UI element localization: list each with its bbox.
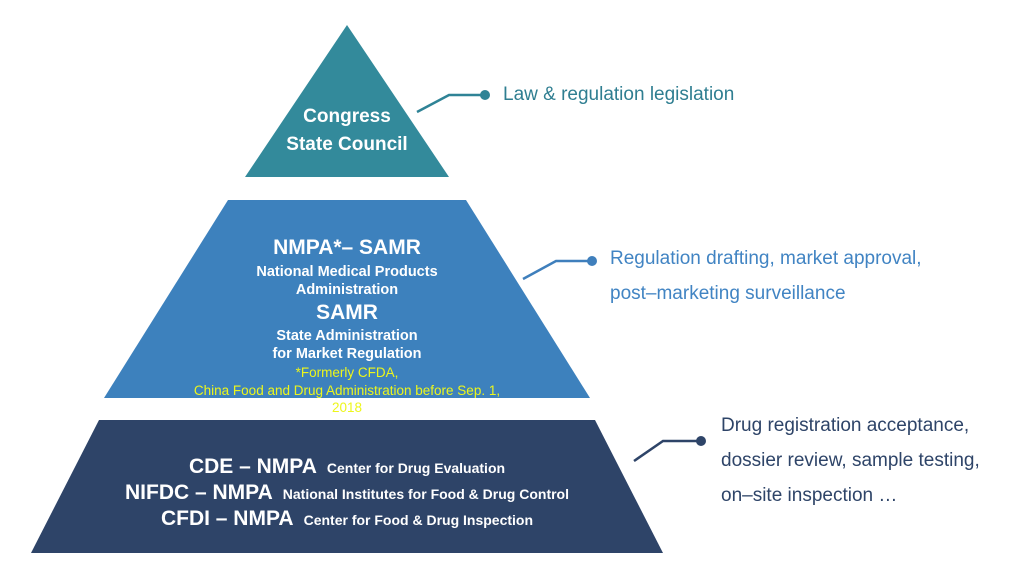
callout1-text: Law & regulation legislation bbox=[503, 84, 734, 106]
tier2-footnote-line1: *Formerly CFDA, bbox=[295, 365, 399, 380]
tier1-label-line1: Congress bbox=[303, 106, 391, 127]
callout1-line1: Law & regulation legislation bbox=[503, 84, 735, 105]
callout2-line2: post–marketing surveillance bbox=[610, 283, 846, 304]
callout3-text: Drug registration acceptance, dossier re… bbox=[721, 408, 980, 513]
callout3-line3: on–site inspection … bbox=[721, 485, 898, 506]
tier2-subtitle-nmpa-line2: Administration bbox=[295, 282, 399, 298]
tier2-title-samr: SAMR bbox=[316, 301, 378, 324]
callout3-line1: Drug registration acceptance, bbox=[721, 415, 970, 436]
tier3-trapezoid bbox=[31, 420, 663, 553]
tier2-subtitle-samr-line2: for Market Regulation bbox=[272, 346, 422, 362]
tier2-footnote-line2: China Food and Drug Administration befor… bbox=[193, 383, 501, 398]
tier2-footnote-line3: 2018 bbox=[331, 400, 363, 415]
tier3-row-nifdc: NIFDC – NMPA National Institutes for Food… bbox=[125, 481, 569, 507]
callout2-text: Regulation drafting, market approval, po… bbox=[610, 241, 922, 311]
tier2-subtitle-nmpa-line1: National Medical Products bbox=[256, 264, 438, 280]
callout3-connector-dot bbox=[696, 436, 706, 446]
tier2-title-nmpa-samr: NMPA*– SAMR bbox=[273, 236, 421, 259]
callout2-connector-dot bbox=[587, 256, 597, 266]
tier1-label: Congress State Council bbox=[286, 103, 407, 159]
tier3-nifdc-acronym: NIFDC – NMPA bbox=[125, 481, 273, 504]
callout3-connector-line bbox=[633, 439, 698, 463]
tier3-row-cfdi: CFDI – NMPA Center for Food & Drug Inspec… bbox=[125, 507, 569, 533]
callout2-line1: Regulation drafting, market approval, bbox=[610, 248, 922, 269]
callout1-connector-dot bbox=[480, 90, 490, 100]
tier3-cfdi-acronym: CFDI – NMPA bbox=[160, 507, 294, 530]
callout1-connector-line bbox=[416, 93, 483, 114]
tier3-label: CDE – NMPA Center for Drug Evaluation NIF… bbox=[125, 455, 569, 533]
tier3-cde-description: Center for Drug Evaluation bbox=[326, 460, 506, 476]
tier3-row-cde: CDE – NMPA Center for Drug Evaluation bbox=[125, 455, 569, 481]
tier1-triangle bbox=[245, 25, 449, 177]
callout2-connector-line bbox=[522, 259, 590, 281]
callout3-line2: dossier review, sample testing, bbox=[721, 450, 980, 471]
tier3-cfdi-description: Center for Food & Drug Inspection bbox=[303, 512, 534, 528]
tier3-nifdc-description: National Institutes for Food & Drug Cont… bbox=[282, 486, 569, 502]
tier2-trapezoid bbox=[104, 200, 590, 398]
tier2-label: NMPA*– SAMR National Medical Products Ad… bbox=[194, 233, 500, 416]
tier3-cde-acronym: CDE – NMPA bbox=[188, 455, 317, 478]
tier1-label-line2: State Council bbox=[286, 134, 408, 155]
tier2-subtitle-samr-line1: State Administration bbox=[276, 328, 418, 344]
